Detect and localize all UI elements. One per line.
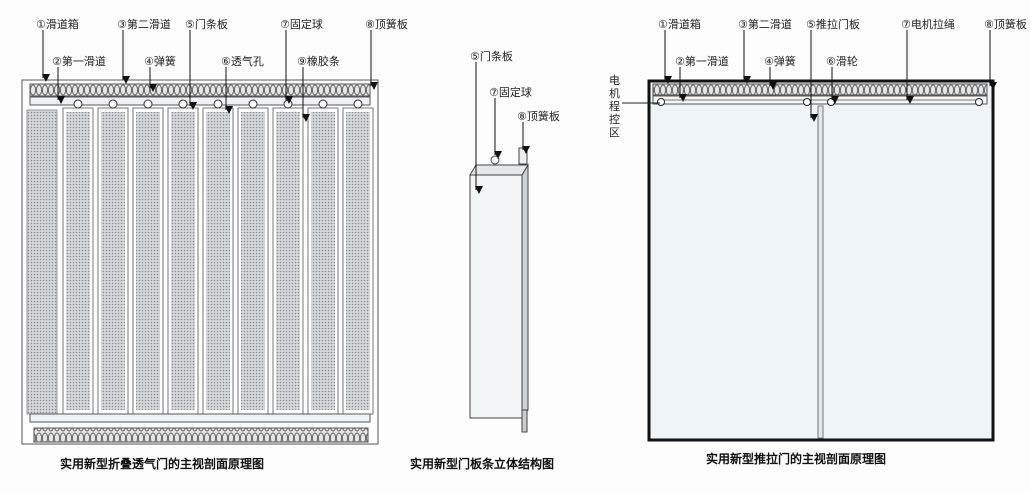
vent-hole-area xyxy=(276,112,300,410)
folding-door-diagram xyxy=(21,79,379,445)
label-fixed-ball: ⑦固定球 xyxy=(280,18,323,31)
sliding-door-diagram xyxy=(622,79,995,442)
label-vent-hole: ⑥透气孔 xyxy=(221,55,264,68)
caption-strip-3d: 实用新型门板条立体结构图 xyxy=(410,457,555,471)
caption-sliding-door: 实用新型推拉门的主视剖面原理图 xyxy=(706,452,887,466)
vent-hole-area xyxy=(136,112,160,410)
label-door-strip: ⑤门条板 xyxy=(470,50,513,63)
first-rail xyxy=(29,96,371,106)
label-pulley: ⑥滑轮 xyxy=(826,55,858,68)
fixed-ball xyxy=(318,99,328,109)
leader-arrows xyxy=(42,30,997,194)
fixed-ball xyxy=(353,99,363,109)
fixed-ball xyxy=(73,99,83,109)
label-rubber-strip: ⑨橡胶条 xyxy=(297,55,340,68)
fixed-ball xyxy=(108,99,118,109)
vent-hole-area xyxy=(346,112,370,410)
door-strip-3d-diagram xyxy=(469,147,529,433)
label-top-spring-plate: ⑧顶簧板 xyxy=(517,110,560,123)
vent-hole-area xyxy=(171,112,195,410)
label-spring: ④弹簧 xyxy=(764,55,796,68)
fixed-ball xyxy=(283,99,293,109)
vent-hole-area xyxy=(206,112,230,410)
label-top-spring-plate: ⑧顶簧板 xyxy=(365,18,408,31)
label-door-strip: ⑤门条板 xyxy=(185,18,228,31)
label-second-rail: ③第二滑道 xyxy=(738,18,792,31)
fixed-ball xyxy=(248,99,258,109)
label-second-rail: ③第二滑道 xyxy=(117,18,171,31)
label-motor-control-zone: 电机程控区 xyxy=(609,74,620,139)
label-first-rail: ②第一滑道 xyxy=(52,55,106,68)
label-sliding-panel: ⑤推拉门板 xyxy=(806,18,860,31)
label-spring: ④弹簧 xyxy=(144,55,176,68)
label-first-rail: ②第一滑道 xyxy=(675,55,729,68)
label-slide-box: ①滑道箱 xyxy=(36,18,79,31)
label-slide-box: ①滑道箱 xyxy=(658,18,701,31)
caption-folding-door: 实用新型折叠透气门的主视剖面原理图 xyxy=(60,457,265,471)
vent-hole-area xyxy=(311,112,335,410)
spring xyxy=(29,83,371,97)
label-top-spring-plate: ⑧顶簧板 xyxy=(984,18,1027,31)
fixed-ball xyxy=(143,99,153,109)
vent-hole-area xyxy=(101,112,125,410)
vent-hole-area xyxy=(241,112,265,410)
fixed-ball xyxy=(178,99,188,109)
label-fixed-ball: ⑦固定球 xyxy=(489,86,532,99)
fixed-ball xyxy=(213,99,223,109)
label-motor-rope: ⑦电机拉绳 xyxy=(901,18,955,31)
vent-hole-area xyxy=(66,112,90,410)
